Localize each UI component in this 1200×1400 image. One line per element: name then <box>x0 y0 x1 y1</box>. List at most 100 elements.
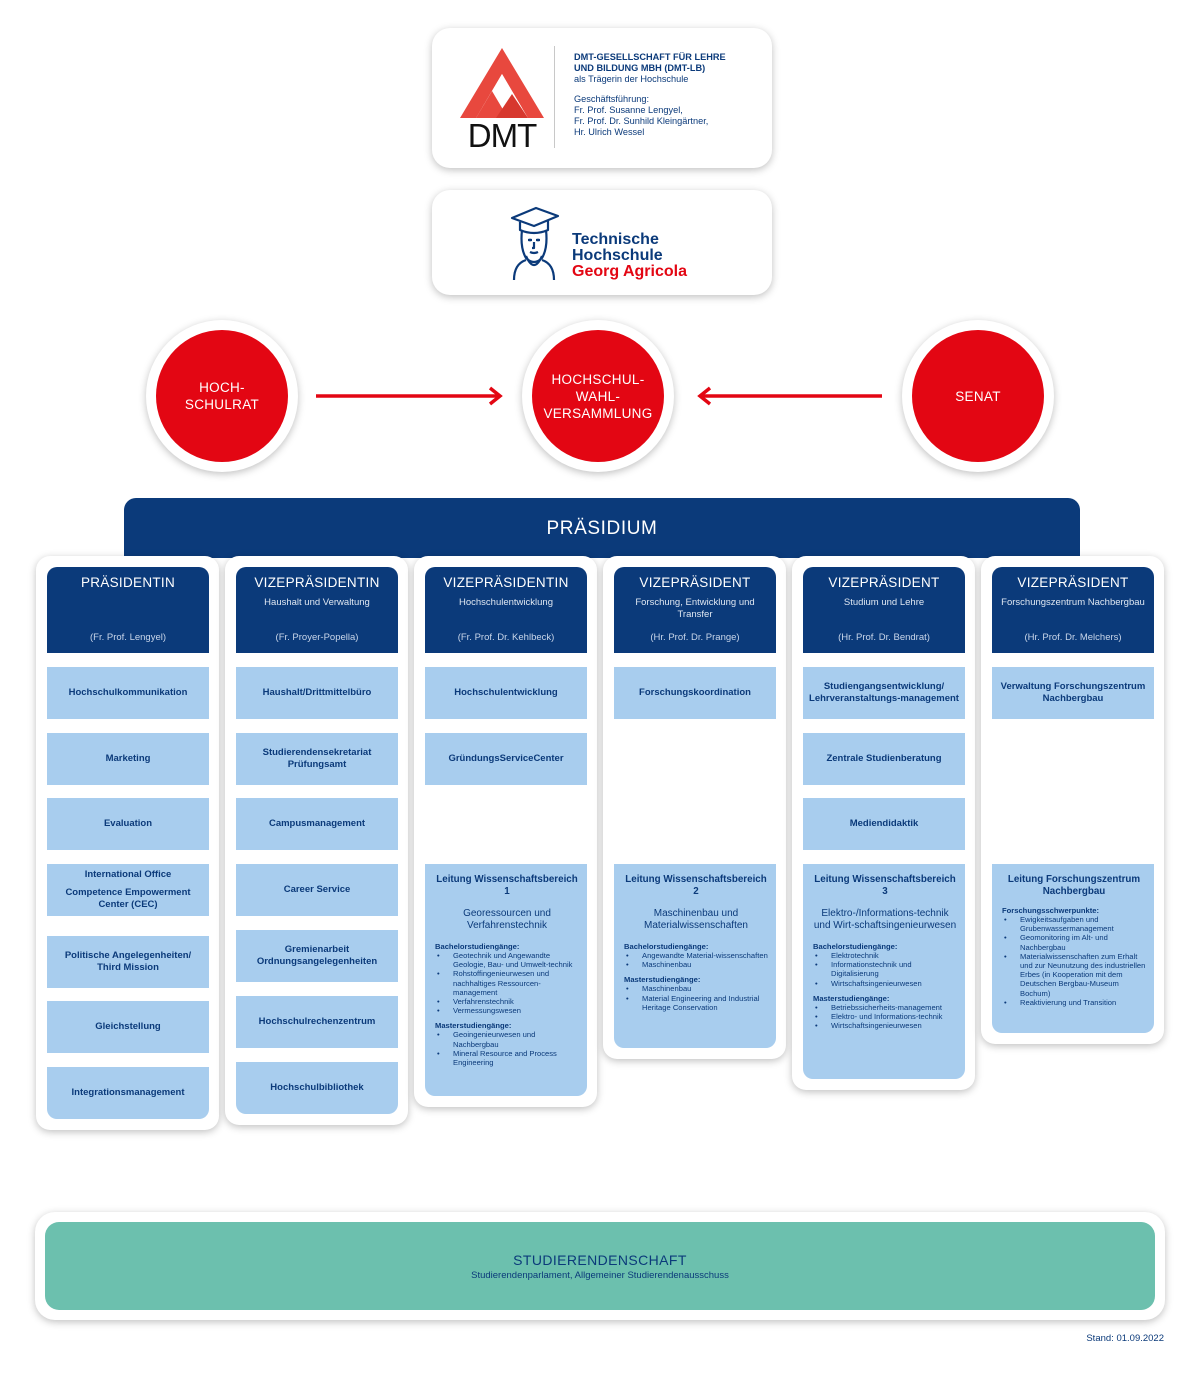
column-header: VIZEPRÄSIDENT Studium und Lehre (Hr. Pro… <box>803 567 965 653</box>
dmt-manager-1: Fr. Prof. Susanne Lengyel, <box>574 105 683 115</box>
column-header: VIZEPRÄSIDENT Forschung, Entwicklung und… <box>614 567 776 653</box>
list-item: Material Engineering and Industrial Heri… <box>624 994 768 1012</box>
section-heading: Masterstudiengänge: <box>813 993 890 1003</box>
list-item: Angewandte Material-wissenschaften <box>624 951 768 960</box>
arrow-right-icon <box>316 386 503 406</box>
unit-label: Studiengangsentwicklung/ Lehrveranstaltu… <box>809 681 959 704</box>
hochschulwahlversammlung-label: HOCHSCHUL- WAHL- VERSAMMLUNG <box>532 330 664 462</box>
column-subtitle: Hochschulentwicklung <box>459 597 553 608</box>
thga-name-line2: Hochschule <box>572 247 663 264</box>
list-item: Elektrotechnik <box>813 951 957 960</box>
unit-box: Studierendensekretariat Prüfungsamt <box>236 733 398 785</box>
list-item: Maschinenbau <box>624 960 768 969</box>
unit-label: Studierendensekretariat Prüfungsamt <box>262 747 372 770</box>
unit-label: Hochschulbibliothek <box>270 1082 364 1093</box>
program-list: Betriebssicherheits-management Elektro- … <box>813 1003 957 1031</box>
unit-label: Hochschulkommunikation <box>68 687 188 698</box>
column-title: VIZEPRÄSIDENT <box>639 575 751 590</box>
unit-box: Hochschulkommunikation <box>47 667 209 719</box>
unit-box: Campusmanagement <box>236 798 398 850</box>
dmt-logo-icon: DMT <box>460 48 544 151</box>
column-vizepraesidentin-hochschulentwicklung: VIZEPRÄSIDENTIN Hochschulentwicklung (Fr… <box>414 556 597 1107</box>
praesidium-banner: PRÄSIDIUM <box>124 498 1080 558</box>
unit-label-secondary: Competence Empowerment Center (CEC) <box>65 887 191 910</box>
column-title: VIZEPRÄSIDENTIN <box>254 575 380 590</box>
unit-box: Politische Angelegenheiten/ Third Missio… <box>47 936 209 988</box>
program-list: Elektrotechnik Informationstechnik und D… <box>813 951 957 988</box>
list-item: Wirtschaftsingenieurwesen <box>813 1021 957 1030</box>
column-person: (Fr. Proyer-Popella) <box>275 632 359 643</box>
unit-label: Gleichstellung <box>95 1021 161 1032</box>
thga-name: Technische Hochschule Georg Agricola <box>572 232 687 280</box>
thga-name-line3: Georg Agricola <box>572 263 687 280</box>
studierendenschaft-title: STUDIERENDENSCHAFT <box>513 1252 687 1268</box>
column-vizepraesident-nachbergbau: VIZEPRÄSIDENT Forschungszentrum Nachberg… <box>981 556 1164 1044</box>
senat-node: SENAT <box>902 320 1054 472</box>
column-header: VIZEPRÄSIDENTIN Hochschulentwicklung (Fr… <box>425 567 587 653</box>
unit-label: Zentrale Studienberatung <box>826 753 942 764</box>
column-header: PRÄSIDENTIN (Fr. Prof. Lengyel) <box>47 567 209 653</box>
program-list: Geoingenieurwesen und Nachbergbau Minera… <box>435 1030 579 1067</box>
list-item: Maschinenbau <box>624 984 768 993</box>
list-item: Mineral Resource and Process Engineering <box>435 1049 579 1067</box>
georg-agricola-portrait-icon <box>510 206 560 281</box>
column-header: VIZEPRÄSIDENT Forschungszentrum Nachberg… <box>992 567 1154 653</box>
column-person: (Fr. Prof. Dr. Kehlbeck) <box>457 632 555 643</box>
program-list: Maschinenbau Material Engineering and In… <box>624 984 768 1012</box>
arrow-left-icon <box>697 386 882 406</box>
column-person: (Fr. Prof. Lengyel) <box>89 632 167 643</box>
studierendenschaft-box: STUDIERENDENSCHAFT Studierendenparlament… <box>45 1222 1155 1310</box>
section-heading: Masterstudiengänge: <box>624 975 701 985</box>
section-heading: Bachelorstudiengänge: <box>813 942 898 951</box>
unit-label: Marketing <box>105 753 151 764</box>
hochschulrat-node: HOCH- SCHULRAT <box>146 320 298 472</box>
column-person: (Hr. Prof. Dr. Bendrat) <box>838 632 930 643</box>
research-list: Ewigkeitsaufgaben und Grubenwassermanage… <box>1002 915 1146 1007</box>
wissenschaftsbereich-2-box: Leitung Wissenschaftsbereich 2 Maschinen… <box>614 864 776 1048</box>
section-heading: Bachelorstudiengänge: <box>435 942 520 951</box>
dmt-manager-3: Hr. Ulrich Wessel <box>574 127 645 137</box>
column-subtitle: Studium und Lehre <box>843 597 925 608</box>
unit-label: Hochschulrechenzentrum <box>258 1016 376 1027</box>
list-item: Wirtschaftsingenieurwesen <box>813 979 957 988</box>
big-box-title: Leitung Wissenschaftsbereich 2 <box>625 874 767 897</box>
unit-box: Forschungskoordination <box>614 667 776 719</box>
unit-label: Politische Angelegenheiten/ Third Missio… <box>64 950 192 973</box>
column-person: (Hr. Prof. Dr. Prange) <box>650 632 740 643</box>
unit-label: International Office <box>84 869 172 880</box>
big-box-description: Maschinenbau und Materialwissenschaften <box>644 908 748 931</box>
list-item: Verfahrenstechnik <box>435 997 579 1006</box>
list-item: Geomonitoring im Alt- und Nachbergbau <box>1002 933 1146 951</box>
dmt-role: als Trägerin der Hochschule <box>574 74 689 84</box>
unit-label: Campusmanagement <box>268 818 366 829</box>
stand-date: Stand: 01.09.2022 <box>1086 1333 1164 1344</box>
dmt-name-line1: DMT-GESELLSCHAFT FÜR LEHRE <box>574 52 726 62</box>
dmt-name-line2: UND BILDUNG MBH (DMT-LB) <box>574 63 706 73</box>
section-heading: Masterstudiengänge: <box>435 1021 512 1031</box>
big-box-description: Elektro-/Informations-technik und Wirt-s… <box>813 908 957 931</box>
unit-label: Gremienarbeit Ordnungsangelegenheiten <box>256 944 378 967</box>
senat-label: SENAT <box>912 330 1044 462</box>
list-item: Betriebssicherheits-management <box>813 1003 957 1012</box>
dmt-card: DMT DMT-GESELLSCHAFT FÜR LEHRE UND BILDU… <box>432 28 772 168</box>
unit-label: Hochschulentwicklung <box>454 687 558 698</box>
unit-box: Mediendidaktik <box>803 798 965 850</box>
list-item: Vermessungswesen <box>435 1006 579 1015</box>
unit-label: Forschungskoordination <box>639 687 751 698</box>
unit-box: Zentrale Studienberatung <box>803 733 965 785</box>
unit-box: Haushalt/Drittmittelbüro <box>236 667 398 719</box>
big-box-title: Leitung Wissenschaftsbereich 1 <box>436 874 578 897</box>
wissenschaftsbereich-1-box: Leitung Wissenschaftsbereich 1 Georessou… <box>425 864 587 1096</box>
column-title: VIZEPRÄSIDENT <box>1017 575 1129 590</box>
unit-box: Hochschulbibliothek <box>236 1062 398 1114</box>
thga-name-line1: Technische <box>572 231 659 248</box>
column-subtitle: Forschung, Entwicklung und Transfer <box>635 597 755 620</box>
column-person: (Hr. Prof. Dr. Melchers) <box>1024 632 1122 643</box>
dmt-description: DMT-GESELLSCHAFT FÜR LEHRE UND BILDUNG M… <box>574 52 764 138</box>
list-item: Ewigkeitsaufgaben und Grubenwassermanage… <box>1002 915 1146 933</box>
list-item: Informationstechnik und Digitalisierung <box>813 960 957 978</box>
studierendenschaft-subtitle: Studierendenparlament, Allgemeiner Studi… <box>471 1270 729 1281</box>
program-list: Geotechnik und Angewandte Geologie, Bau-… <box>435 951 579 1016</box>
column-praesidentin: PRÄSIDENTIN (Fr. Prof. Lengyel) Hochschu… <box>36 556 219 1130</box>
unit-label: Career Service <box>283 884 351 895</box>
